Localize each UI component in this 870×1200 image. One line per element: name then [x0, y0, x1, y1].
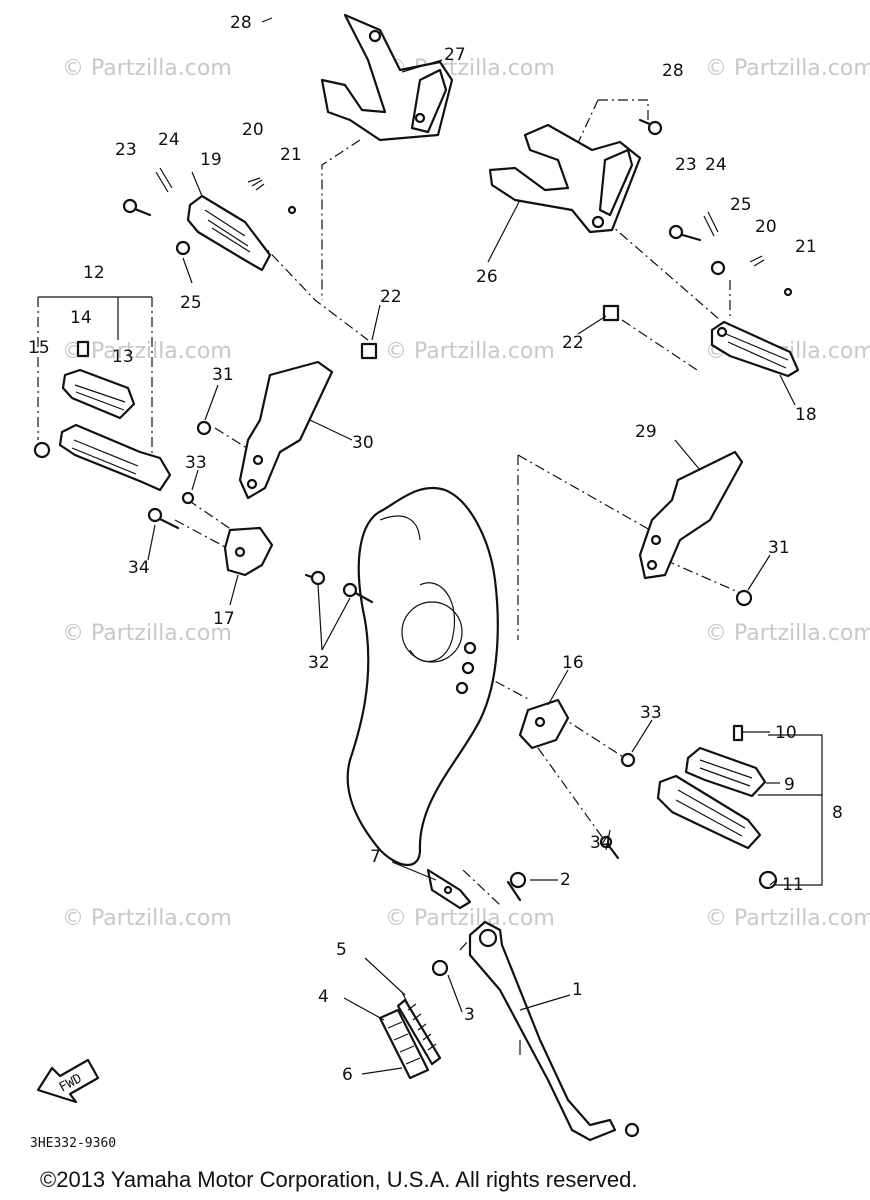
bracket-27 [320, 13, 454, 142]
sidestand-1 [468, 920, 640, 1142]
footpeg-assembly-8 [656, 724, 778, 890]
callout-label: 22 [380, 287, 402, 307]
bracket-17 [223, 526, 274, 577]
frame-outline [346, 487, 499, 866]
callout-label: 16 [562, 653, 584, 673]
footpeg-19 [186, 194, 272, 272]
callout-label: 21 [280, 145, 302, 165]
leader-lines [147, 17, 796, 1075]
spring-6 [378, 1008, 430, 1080]
watermark: © Partzilla.com [62, 621, 232, 646]
callout-label: 14 [70, 308, 92, 328]
callout-label: 33 [640, 703, 662, 723]
callout-label: 5 [336, 940, 347, 960]
callout-label: 28 [230, 13, 252, 33]
callout-label: 23 [675, 155, 697, 175]
callout-labels: 28 27 28 20 23 24 21 19 23 24 25 20 21 2… [28, 13, 843, 1085]
callout-label: 9 [784, 775, 795, 795]
watermark: © Partzilla.com [385, 339, 555, 364]
bracket-16 [518, 698, 570, 750]
callout-label: 6 [342, 1065, 353, 1085]
callout-label: 1 [572, 980, 583, 1000]
callout-label: 13 [112, 347, 134, 367]
diagram-code: 3HE332-9360 [30, 1136, 116, 1151]
copyright-notice: ©2013 Yamaha Motor Corporation, U.S.A. A… [40, 1167, 637, 1192]
callout-label: 8 [832, 803, 843, 823]
callout-label: 29 [635, 422, 657, 442]
callout-label: 33 [185, 453, 207, 473]
callout-label: 2 [560, 870, 571, 890]
callout-label: 32 [308, 653, 330, 673]
callout-label: 10 [775, 723, 797, 743]
watermark: © Partzilla.com [62, 56, 232, 81]
callout-label: 24 [158, 130, 180, 150]
callout-label: 26 [476, 267, 498, 287]
callout-label: 30 [352, 433, 374, 453]
fasteners [122, 118, 793, 977]
callout-label: 28 [662, 61, 684, 81]
callout-label: 11 [782, 875, 804, 895]
callout-label: 20 [755, 217, 777, 237]
heel-guard-30 [238, 360, 334, 500]
callout-label: 21 [795, 237, 817, 257]
callout-label: 25 [730, 195, 752, 215]
callout-label: 31 [768, 538, 790, 558]
watermark: © Partzilla.com [705, 56, 870, 81]
callout-label: 12 [83, 263, 105, 283]
callout-label: 25 [180, 293, 202, 313]
forward-arrow-icon: FWD [36, 1058, 100, 1104]
callout-label: 23 [115, 140, 137, 160]
callout-label: 34 [590, 833, 612, 853]
callout-label: 18 [795, 405, 817, 425]
callout-label: 22 [562, 333, 584, 353]
watermark-layer: © Partzilla.com © Partzilla.com © Partzi… [62, 56, 870, 931]
callout-label: 3 [464, 1005, 475, 1025]
callout-label: 17 [213, 609, 235, 629]
bracket-26 [488, 123, 642, 234]
heel-guard-29 [638, 450, 744, 580]
callout-label: 4 [318, 987, 329, 1007]
watermark: © Partzilla.com [385, 906, 555, 931]
footpeg-assembly-12 [33, 340, 172, 492]
callout-label: 27 [444, 45, 466, 65]
footpeg-18 [710, 320, 800, 378]
callout-label: 24 [705, 155, 727, 175]
watermark: © Partzilla.com [62, 906, 232, 931]
callout-label: 15 [28, 338, 50, 358]
watermark: © Partzilla.com [705, 906, 870, 931]
callout-label: 34 [128, 558, 150, 578]
callout-label: 31 [212, 365, 234, 385]
callout-label: 19 [200, 150, 222, 170]
callout-label: 7 [370, 847, 381, 867]
callout-label: 20 [242, 120, 264, 140]
assembly-lines [37, 99, 823, 951]
watermark: © Partzilla.com [62, 339, 232, 364]
spring-5 [396, 991, 442, 1066]
watermark: © Partzilla.com [705, 621, 870, 646]
